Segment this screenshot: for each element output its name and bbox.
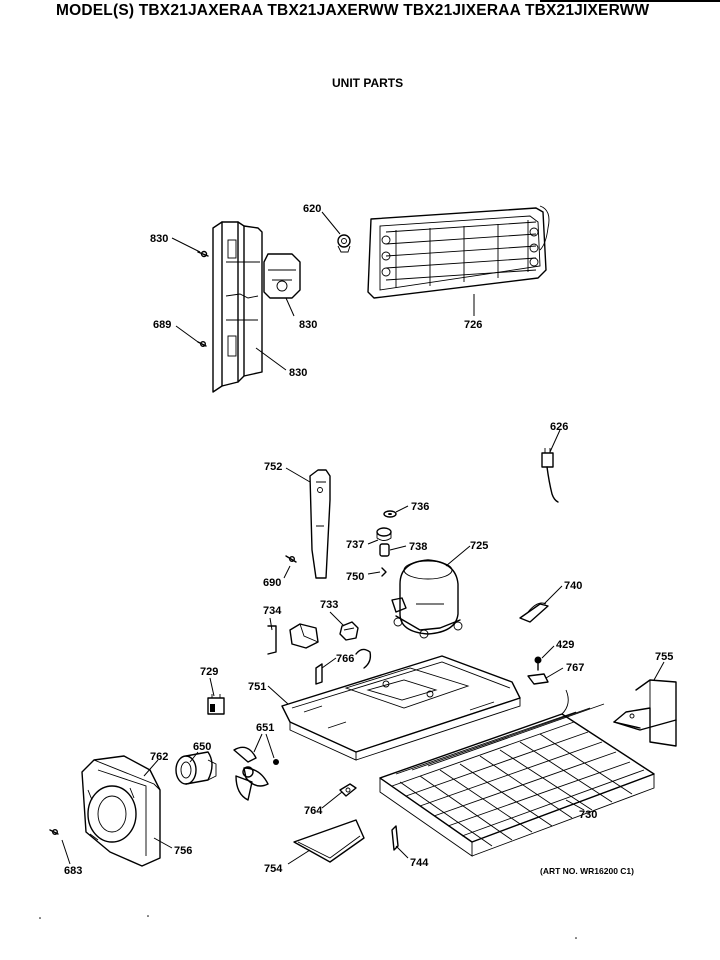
condenser-coil-730-part [379,689,655,857]
callout-733: 733 [320,599,338,611]
callout-690: 690 [263,577,281,589]
callout-762: 762 [150,751,168,763]
screw-830-part [197,250,209,258]
overload-734-part [267,623,319,655]
washer-736-part [383,510,397,518]
clip-766-part [315,648,372,685]
callout-752: 752 [264,461,282,473]
callout-725: 725 [470,540,488,552]
callout-730: 730 [579,809,597,821]
callout-689: 689 [153,319,171,331]
callout-620: 620 [303,203,321,215]
drain-pan-754-part [293,819,365,863]
screw-689-part [197,341,207,348]
condenser-bracket-part [212,221,263,393]
screw-429-part [534,656,542,671]
callout-734: 734 [263,605,282,617]
art-number: (ART NO. WR16200 C1) [540,866,634,876]
callout-754: 754 [264,863,283,875]
callout-labels: 830 620 830 689 830 726 626 752 736 737 … [64,203,673,877]
clip-767-part [527,673,549,685]
leader-lines [61,211,665,865]
compressor-725-part [391,559,463,639]
compressor-bracket-752-part [309,469,331,579]
fan-blade-651-part [233,746,279,801]
drier-620-part [337,234,351,253]
callout-767: 767 [566,662,584,674]
fan-bracket-762-part [81,755,161,867]
callout-651: 651 [256,722,274,734]
clip-740-part [519,602,549,623]
diagram-subtitle: UNIT PARTS [332,76,404,90]
callout-750: 750 [346,571,364,583]
callout-683: 683 [64,865,82,877]
scan-dots [39,915,577,939]
callout-429: 429 [556,639,574,651]
condenser-726-part [367,205,550,299]
grommet-737-part [376,527,392,541]
base-plate-751-part [281,655,521,761]
callout-766: 766 [336,653,354,665]
relay-830-part [263,253,301,299]
fan-motor-650-part [175,751,217,785]
callout-751: 751 [248,681,266,693]
sleeve-738-part [379,543,390,557]
callout-830-relay: 830 [299,319,317,331]
callout-736: 736 [411,501,429,513]
callout-740: 740 [564,580,582,592]
model-header: MODEL(S) TBX21JAXERAA TBX21JAXERWW TBX21… [56,2,650,19]
shroud-755-part [613,679,677,747]
callout-756: 756 [174,845,192,857]
screw-683-part [49,829,59,836]
callout-626: 626 [550,421,568,433]
callout-738: 738 [409,541,427,553]
callout-755: 755 [655,651,673,663]
callout-729: 729 [200,666,218,678]
capacitor-729-part [207,694,225,715]
callout-726: 726 [464,319,482,331]
callout-744: 744 [410,857,429,869]
cover-733-part [339,621,359,641]
power-cord-626-part [541,448,559,503]
top-rule [540,0,720,2]
callout-830-screw: 830 [150,233,168,245]
callout-764: 764 [304,805,323,817]
clip-764-part [339,783,357,797]
clip-744-part [391,825,399,851]
screw-690-part [285,555,297,563]
callout-737: 737 [346,539,364,551]
clip-750-part [381,567,387,577]
callout-650: 650 [193,741,211,753]
callout-830-bracket: 830 [289,367,307,379]
